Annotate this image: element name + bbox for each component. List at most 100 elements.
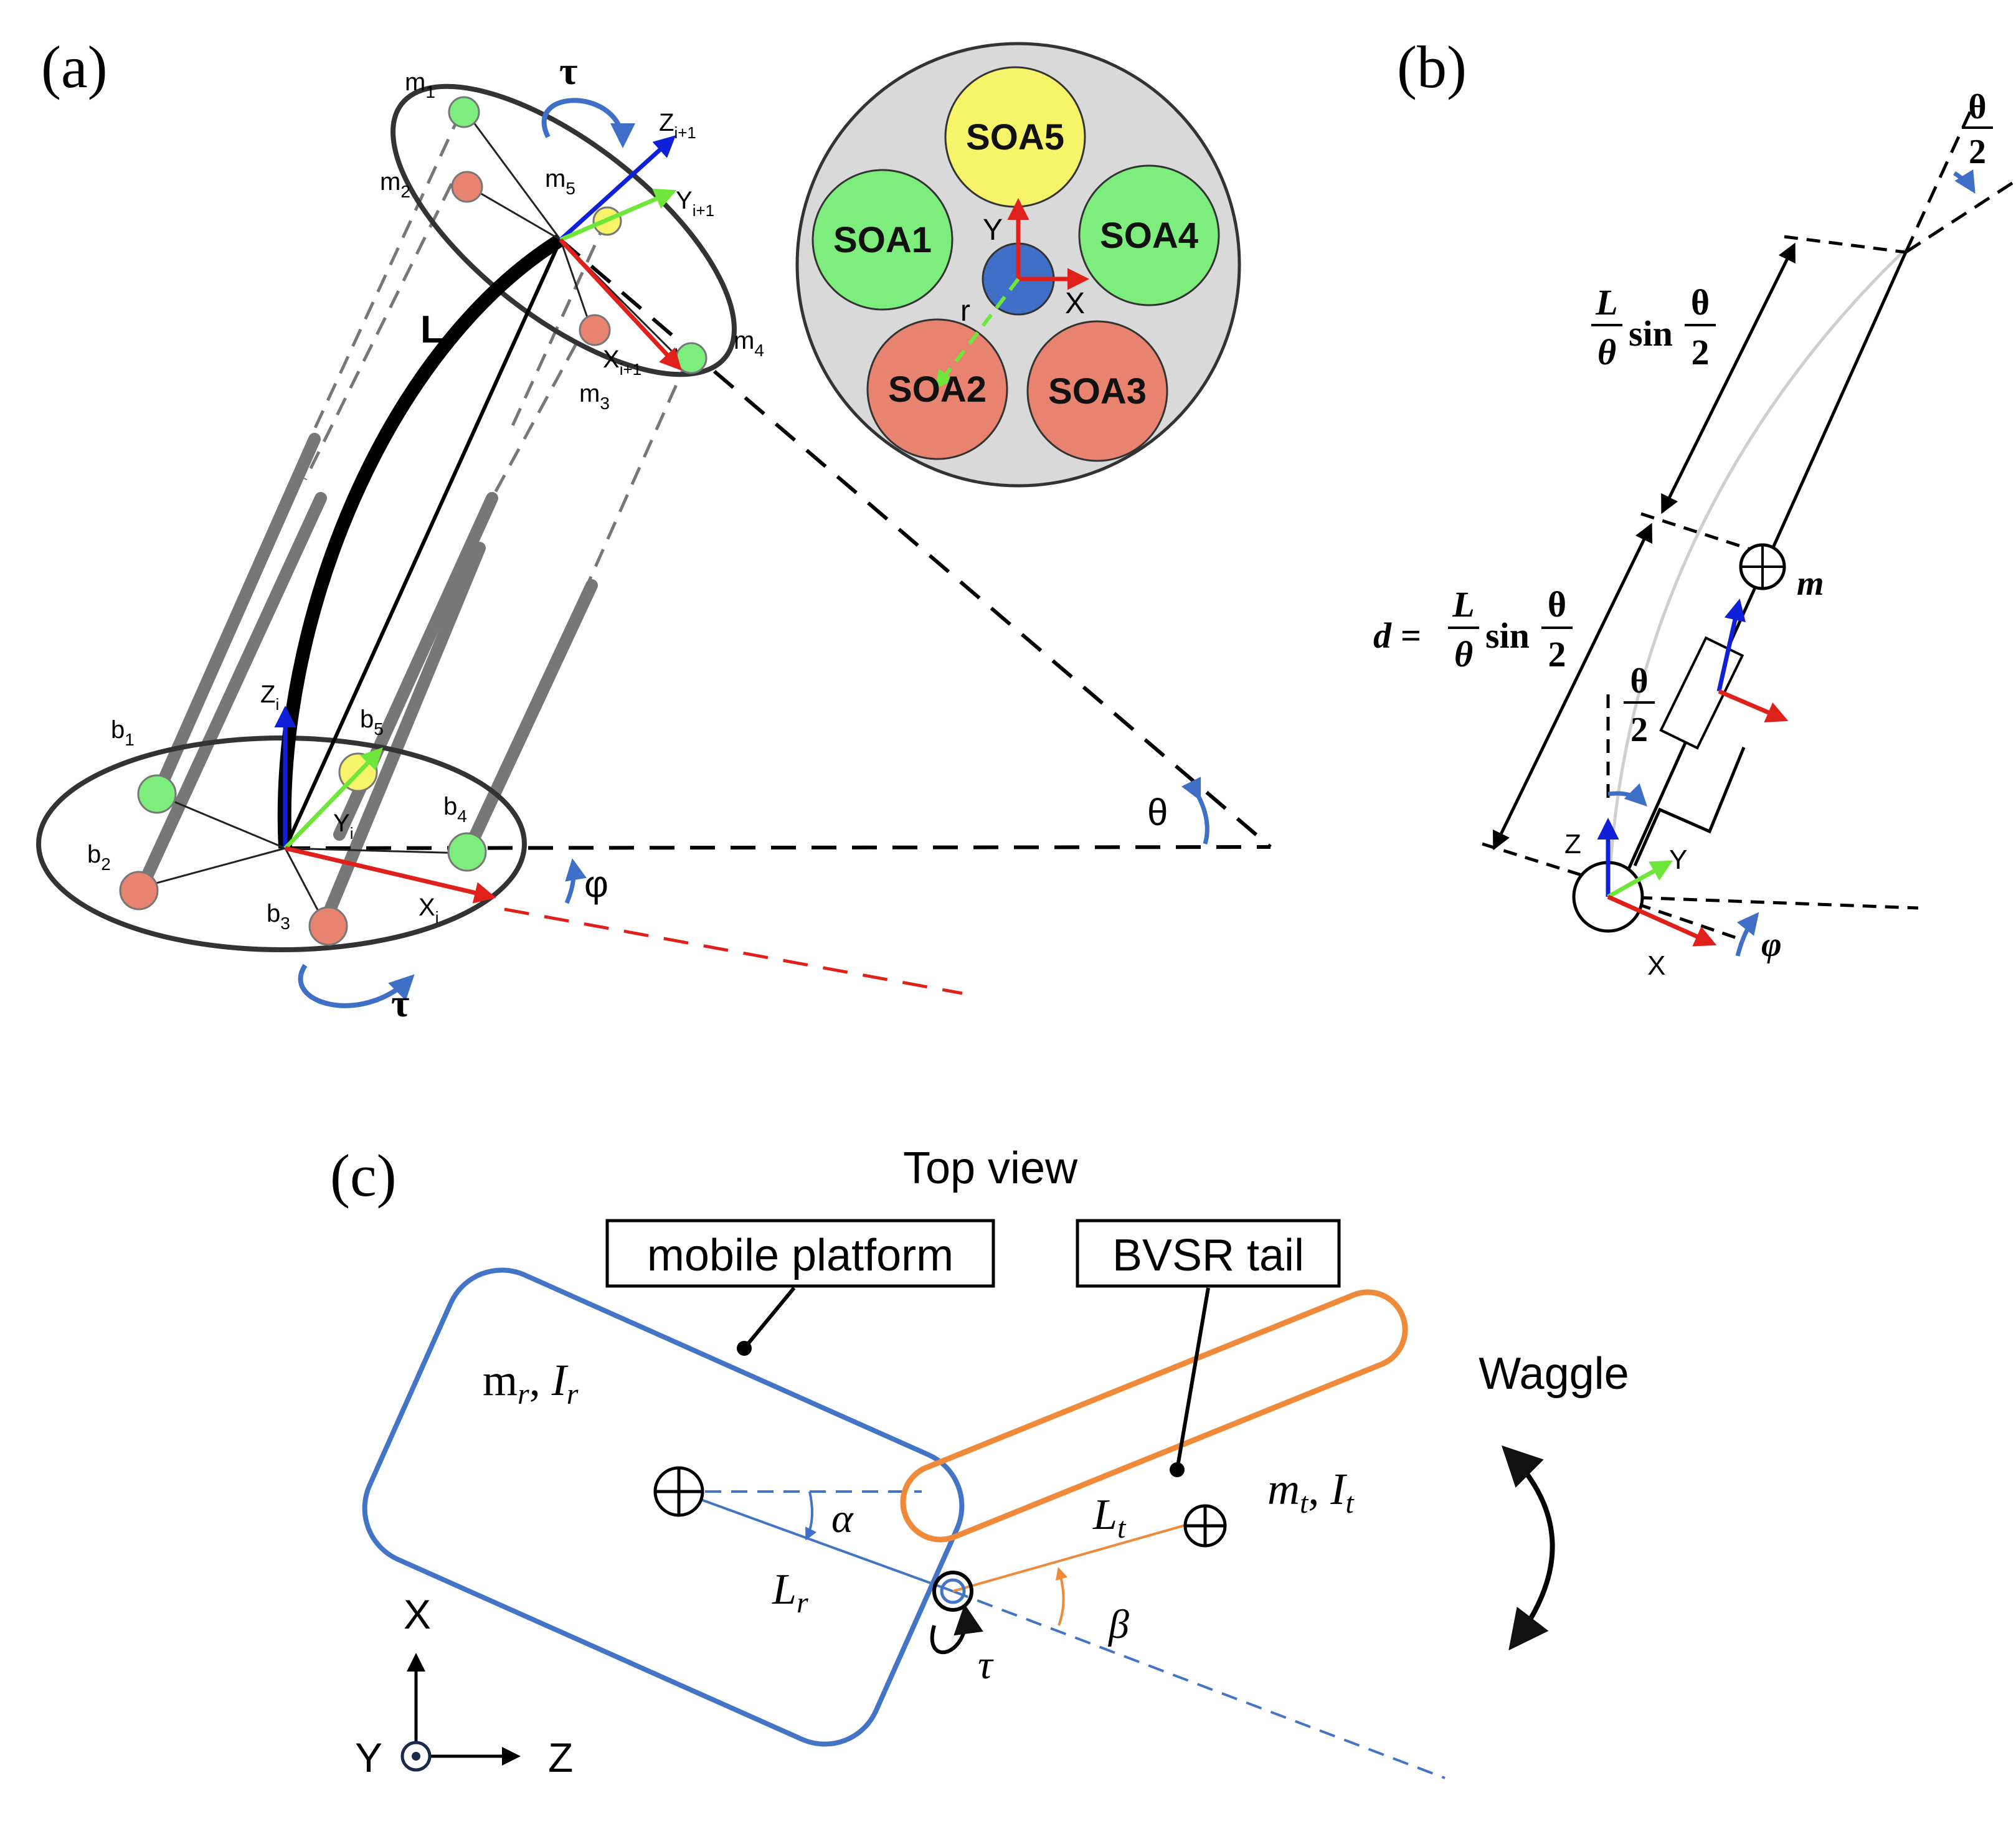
a-dashed-base-line (285, 845, 1271, 850)
c-Lt-line (952, 1518, 1206, 1592)
b-mass-block (1659, 636, 1744, 750)
b-upper-length-arrow (1661, 242, 1796, 514)
c-beta-label: β (1107, 1602, 1129, 1647)
panel-a-label: (a) (41, 34, 108, 100)
soa3-label: SOA3 (1048, 371, 1147, 412)
a-theta-arc (1181, 777, 1209, 844)
label-b1: b1 (111, 716, 135, 749)
mass-m3 (579, 314, 611, 346)
c-tail-box (1076, 1219, 1341, 1288)
soa5-label: SOA5 (966, 117, 1064, 158)
soa4-label: SOA4 (1100, 215, 1198, 256)
label-x-base: Xi (419, 894, 438, 927)
c-bvsr-tail (900, 1289, 1408, 1543)
svg-text:L: L (1595, 282, 1617, 323)
b-theta-mid-arc (1607, 783, 1647, 806)
cross-radius: r (960, 295, 970, 328)
cross-axis-y: Y (983, 214, 1003, 247)
b-mass-label: m (1797, 564, 1824, 603)
label-phi: φ (584, 863, 608, 905)
c-tau-arc (930, 1604, 983, 1655)
label-m2: m2 (380, 168, 410, 201)
label-m1: m1 (405, 69, 435, 102)
label-b2: b2 (87, 841, 111, 874)
c-coordinate-frame: X Y Z (355, 1591, 573, 1781)
a-backbone-chord (283, 239, 562, 849)
label-b3: b3 (267, 900, 290, 933)
c-Lr-label: Lr (772, 1566, 808, 1619)
label-y-top: Yi+1 (676, 187, 714, 220)
c-platform-box-label: mobile platform (647, 1231, 954, 1280)
c-axis-y: Y (355, 1734, 382, 1781)
panel-c: (c) Top view (330, 1142, 1629, 1781)
b-base-x (1607, 894, 1717, 947)
c-beta-ref-line (952, 1590, 1446, 1779)
c-axis-z: Z (548, 1734, 573, 1781)
a-top-ellipse (390, 83, 737, 377)
label-x-top: Xi+1 (603, 346, 641, 379)
label-z-base: Zi (260, 681, 279, 714)
b-block-x (1718, 689, 1789, 723)
a-top-masses (448, 96, 707, 374)
b-block-z (1716, 598, 1746, 692)
a-base-spokes (138, 792, 466, 924)
c-alpha-label: α (831, 1496, 854, 1541)
c-platform-com (653, 1466, 704, 1517)
label-tau-top: τ (559, 49, 578, 93)
b-upper-length-formula: L θ sin θ 2 (1591, 282, 1716, 372)
c-waggle-arc (1501, 1445, 1555, 1651)
b-lower-length-arrow (1492, 523, 1653, 851)
a-dashed-tilt-line (559, 238, 1272, 849)
b-axis-z: Z (1564, 829, 1581, 859)
svg-text:θ: θ (1548, 584, 1566, 625)
b-lower-length-formula: d = L θ sin θ 2 (1373, 584, 1573, 674)
label-m4: m4 (734, 327, 764, 360)
base-b2 (119, 871, 159, 910)
svg-text:2: 2 (1969, 133, 1986, 171)
base-b1 (137, 774, 177, 814)
c-beta-arc (1056, 1567, 1068, 1626)
b-phi-arc (1735, 912, 1759, 957)
b-axis-x: X (1647, 950, 1665, 981)
a-base-frame (274, 706, 496, 904)
base-b4 (447, 832, 487, 872)
c-axis-x: X (404, 1591, 431, 1637)
label-m5: m5 (545, 165, 575, 198)
svg-text:θ: θ (1691, 282, 1710, 323)
svg-text:L: L (1452, 584, 1474, 625)
svg-text:2: 2 (1548, 634, 1566, 674)
c-joint (932, 1571, 973, 1612)
svg-text:2: 2 (1692, 332, 1710, 372)
b-extension-dashed2 (1905, 179, 2016, 254)
b-phi-label: φ (1761, 925, 1782, 964)
label-length-L: L (420, 308, 444, 351)
soa2-label: SOA2 (888, 369, 987, 410)
base-b3 (308, 906, 348, 946)
label-theta: θ (1147, 792, 1168, 833)
soa3-circle (1026, 320, 1168, 462)
soa1-circle (812, 169, 954, 311)
panel-b: (b) (1373, 34, 2016, 981)
b-theta-half-mid: θ 2 (1624, 662, 1655, 749)
mass-m2 (451, 171, 483, 203)
c-tail-leader (1175, 1287, 1210, 1470)
a-dashed-guides (303, 111, 690, 584)
b-labels: θ 2 L θ sin θ 2 d = L θ sin θ 2 (1373, 88, 1993, 981)
svg-text:2: 2 (1630, 711, 1648, 749)
c-platform-leader (742, 1287, 796, 1350)
soa1-label: SOA1 (833, 220, 932, 260)
a-actuator-rods (137, 433, 598, 928)
c-Lr-line (678, 1490, 954, 1592)
svg-text:θ: θ (1454, 634, 1473, 674)
c-platform-box (605, 1219, 995, 1288)
a-labels: m1 m2 m3 m4 m5 b1 b2 b3 b4 b5 Zi+1 Yi+1 … (87, 49, 1168, 1025)
a-tau-top-arc (541, 98, 635, 148)
label-y-base: Yi (333, 810, 353, 843)
label-z-top: Zi+1 (659, 109, 696, 142)
svg-text:sin: sin (1485, 615, 1530, 656)
panel-c-label: (c) (330, 1142, 397, 1209)
panel-b-label: (b) (1397, 34, 1467, 100)
label-tau-bottom: τ (391, 981, 410, 1025)
b-theta-half-top: θ 2 (1962, 88, 1993, 171)
